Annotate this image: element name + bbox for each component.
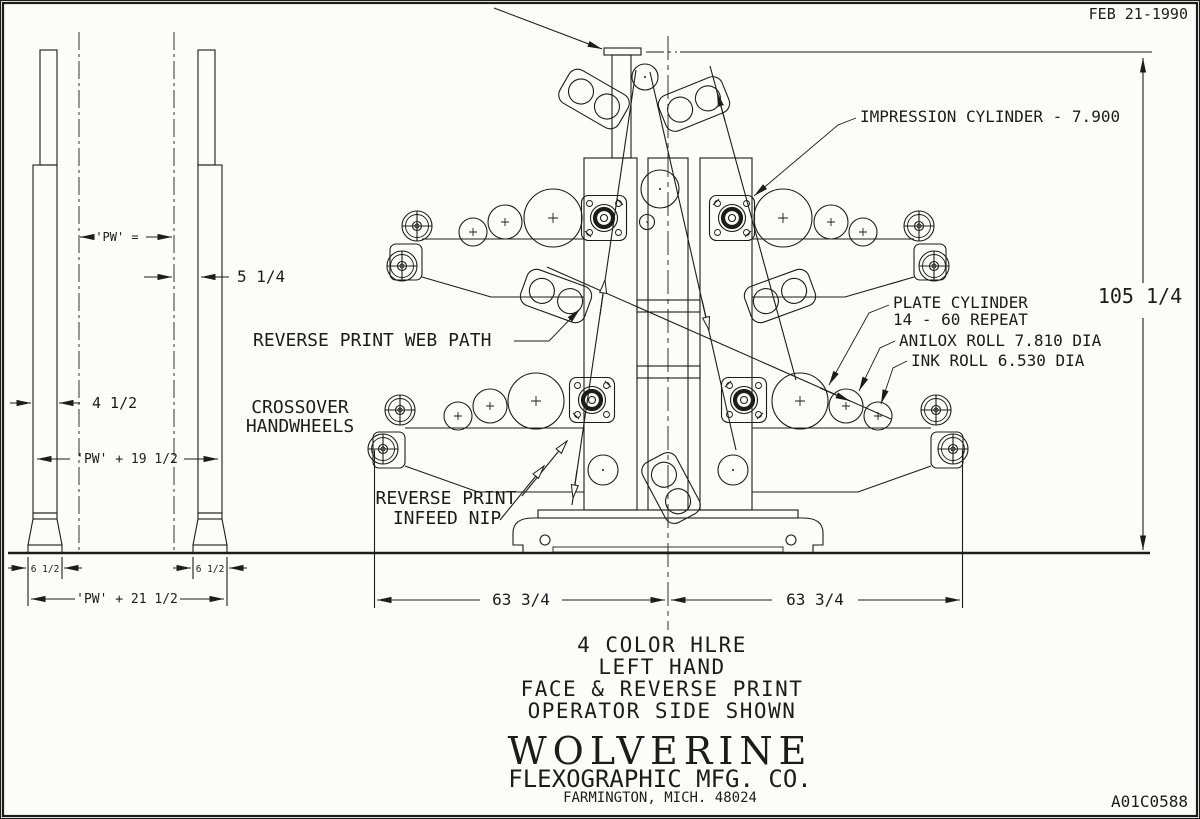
dim-6-1-2-right: 6 1/2 [196, 564, 225, 575]
company-address: FARMINGTON, MICH. 48024 [563, 790, 757, 806]
deck-upper-left [387, 189, 627, 325]
top-left-idler [554, 64, 634, 134]
stand-dimensions: 'PW' = 5 1/4 4 1/2 'PW' + 19 1/2 6 1/2 6… [8, 230, 285, 607]
dim-pw-19: 'PW' + 19 1/2 [76, 452, 178, 467]
overall-dimensions: 105 1/4 63 3/4 63 3/4 [373, 51, 1182, 609]
dim-5-1-4: 5 1/4 [237, 267, 285, 286]
anilox-roll-label: ANILOX ROLL 7.810 DIA [899, 331, 1102, 350]
crossover-label: CROSSOVER [251, 397, 349, 418]
machine-desc-line3: FACE & REVERSE PRINT [521, 677, 804, 701]
dim-overall-height: 105 1/4 [1098, 284, 1182, 308]
crossover-handwheels-label: HANDWHEELS [246, 416, 354, 437]
dim-span-right: 63 3/4 [786, 590, 844, 609]
company-type: FLEXOGRAPHIC MFG. CO. [508, 765, 811, 793]
press-base [8, 509, 1150, 555]
title-block: 4 COLOR HLRE LEFT HAND FACE & REVERSE PR… [508, 633, 813, 806]
plate-cylinder-label: PLATE CYLINDER [893, 293, 1028, 312]
plate-cylinder-repeat-label: 14 - 60 REPEAT [893, 310, 1028, 329]
company-name: WOLVERINE [508, 729, 813, 773]
machine-desc-line2: LEFT HAND [598, 655, 725, 679]
reverse-print-web-path-label: REVERSE PRINT WEB PATH [253, 330, 491, 351]
dim-4-1-2: 4 1/2 [92, 394, 137, 412]
dim-pw-equals: 'PW' = [95, 230, 138, 244]
ink-roll-label: INK ROLL 6.530 DIA [911, 351, 1085, 370]
drawing-number-text: A01C0588 [1111, 792, 1188, 811]
machine-desc-line1: 4 COLOR HLRE [577, 633, 747, 657]
dim-pw-21: 'PW' + 21 1/2 [76, 592, 178, 607]
date-text: FEB 21-1990 [1089, 5, 1188, 23]
deck-lower-left [368, 373, 618, 492]
callouts: IMPRESSION CYLINDER - 7.900 PLATE CYLIND… [246, 107, 1120, 529]
impression-cylinder-label: IMPRESSION CYLINDER - 7.900 [860, 107, 1120, 126]
press-tower [583, 36, 753, 630]
dim-span-left: 63 3/4 [492, 590, 550, 609]
web-path [493, 7, 892, 521]
unwind-stands [27, 32, 228, 554]
stand-left-column [32, 164, 58, 514]
stand-left-shaft [39, 49, 58, 166]
dim-6-1-2-left: 6 1/2 [31, 564, 60, 575]
reverse-print-infeed-label: REVERSE PRINT [376, 488, 517, 509]
infeed-nip-label: INFEED NIP [393, 508, 502, 529]
deck-lower-right [718, 373, 968, 492]
machine-desc-line4: OPERATOR SIDE SHOWN [528, 699, 797, 723]
top-right-idler [654, 73, 734, 135]
stand-right-shaft [197, 49, 216, 166]
stand-right-column [197, 164, 223, 514]
